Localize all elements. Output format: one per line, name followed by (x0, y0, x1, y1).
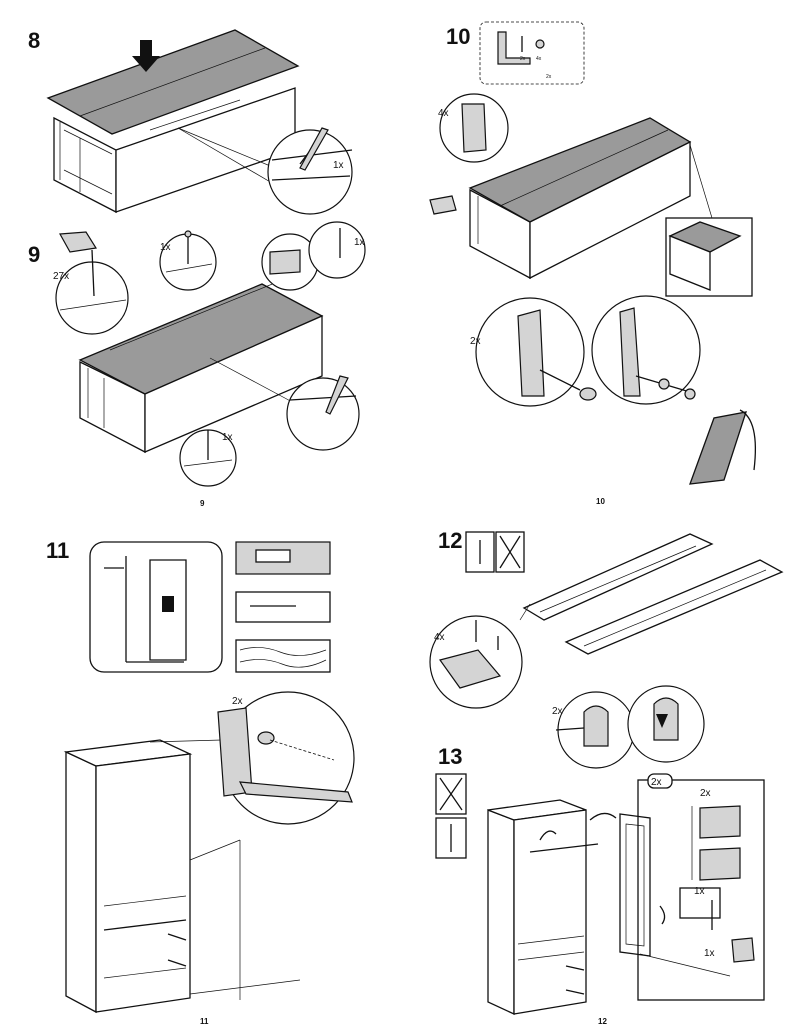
step-11-wall-info-box (89, 541, 223, 673)
step-13-qty-doors: 2x (651, 777, 662, 788)
step-9-qty-b: 1x (354, 237, 365, 248)
step-9-qty-c: 1x (222, 432, 233, 443)
step-10-detail-screw (591, 295, 701, 405)
step-10-qty-screws: 2x (470, 336, 481, 347)
step-11-number: 11 (46, 538, 69, 563)
step-8-down-arrow-icon (132, 40, 160, 72)
step-13-qty-a: 1x (694, 886, 705, 897)
step-11-wardrobe (63, 739, 193, 1014)
step-11-wall-wood (235, 639, 331, 673)
step-11-wall-plaster (235, 591, 331, 623)
step-9: 9 27x 1x 1x (28, 221, 366, 508)
step-11: 11 (46, 538, 355, 1026)
step-12-qty-holders: 2x (552, 706, 563, 717)
step-12-down-arrow-icon (656, 714, 668, 728)
step-12-number: 12 (438, 528, 462, 553)
step-13-qty-b: 1x (704, 948, 715, 959)
step-8-number: 8 (28, 28, 40, 53)
step-12: 12 4x 2x 12 (429, 528, 784, 1026)
step-12-qty-hinges: 4x (434, 632, 445, 643)
step-8-detail-circle (267, 129, 353, 215)
step-8-cabinet (53, 87, 296, 214)
step-13: 13 2x 2x 1x 1 (435, 744, 765, 1016)
step-9-detail-pencil (286, 377, 360, 451)
step-8-qty: 1x (333, 160, 344, 171)
step-9-qty-nails: 27x (53, 271, 69, 282)
step-9-cabinet (78, 275, 324, 454)
step-9-hammer-icon (59, 231, 97, 253)
step-8: 8 1x (28, 28, 353, 215)
step-10-parts-kit (479, 21, 585, 85)
step-11-qty-screws: 2x (232, 696, 243, 707)
step-10-screwdriver-icon (579, 387, 597, 401)
step-10: 10 2x 4x 2x 4x 2x (429, 21, 757, 506)
step-13-hinge-detail-box (637, 779, 765, 1001)
step-10-kit-b: 4x (536, 56, 542, 62)
step-10-qty-brackets: 4x (438, 108, 449, 119)
step-9-detail-corner-b (308, 221, 366, 279)
page-number-left-top: 9 (200, 499, 205, 508)
step-12-door-a (522, 533, 714, 621)
step-13-wardrobe (487, 799, 599, 1016)
step-8-pencil-icon (299, 127, 329, 171)
step-10-number: 10 (446, 24, 470, 49)
step-10-kit-c: 2x (546, 74, 552, 80)
step-13-attach-arrow-icon (589, 812, 617, 821)
step-12-door-b (564, 559, 784, 655)
step-10-cabinet (468, 117, 692, 280)
page-number-right-top: 10 (596, 497, 605, 506)
step-10-bracket-part (497, 31, 531, 65)
page-number-right-bottom: 12 (598, 1017, 607, 1026)
step-10-kit-a: 2x (520, 56, 526, 62)
step-9-number: 9 (28, 242, 40, 267)
step-13-qty-hinges: 2x (700, 788, 711, 799)
step-13-door (619, 813, 651, 957)
step-11-drill-icon (162, 596, 174, 612)
step-10-hammer-icon (429, 195, 457, 215)
page-number-left-bottom: 11 (200, 1017, 209, 1026)
step-13-number: 13 (438, 744, 462, 769)
step-10-rotated-panel (689, 411, 747, 485)
step-9-pencil-icon (325, 375, 349, 415)
step-9-qty-a: 1x (160, 242, 171, 253)
step-10-rotate-arrow-icon (739, 409, 757, 471)
